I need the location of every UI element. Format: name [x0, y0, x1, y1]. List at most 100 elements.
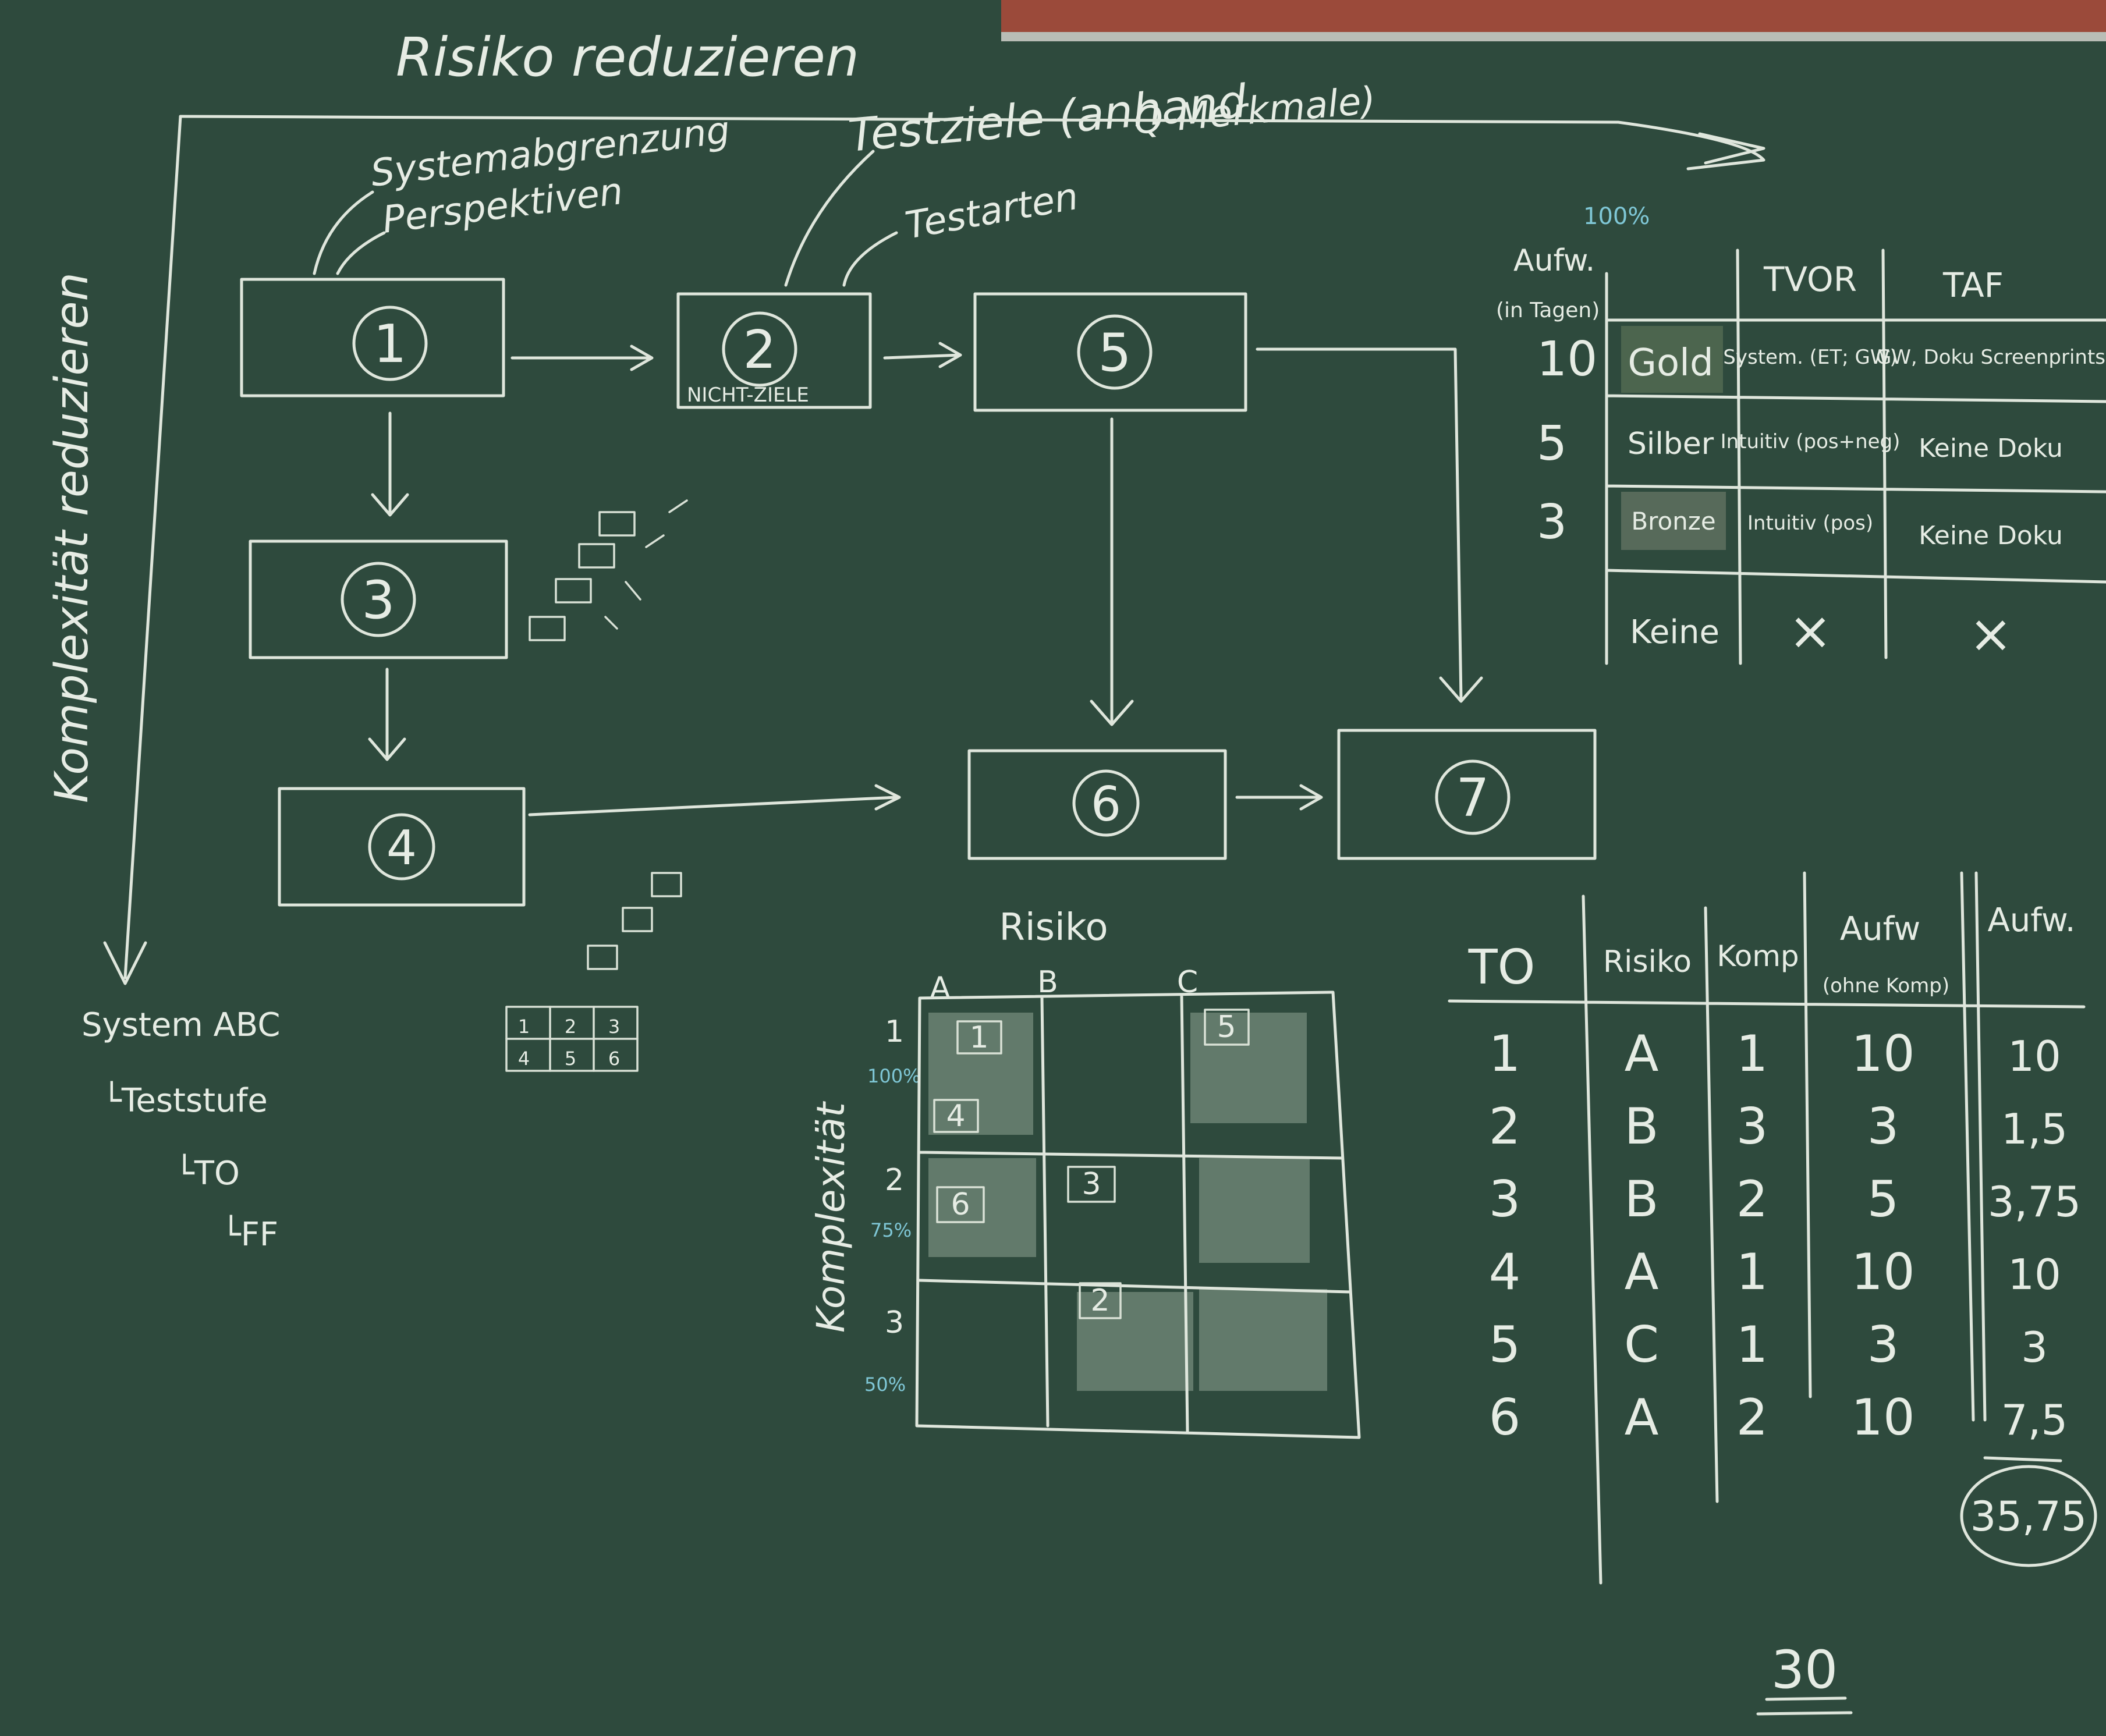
matrix-cell-to3: 3 — [1082, 1167, 1101, 1202]
process-box-3: 3 — [249, 539, 508, 659]
effort-row-3-tvor: Intuitiv (pos) — [1747, 512, 1873, 535]
effort-row-1-days: 10 — [1537, 332, 1597, 387]
box-1-number: 1 — [373, 314, 406, 375]
complexity-reduce-label: Komplexität reduzieren — [46, 272, 98, 803]
to-header-komp: Komp — [1717, 939, 1799, 973]
to-row-2-aufw-final: 1,5 — [2001, 1105, 2068, 1153]
mini-cell-4: 4 — [518, 1048, 530, 1070]
left-arrowhead — [103, 941, 147, 985]
process-box-4: 4 — [278, 787, 526, 907]
hierarchy-to: └TO — [175, 1153, 240, 1192]
to-row-5-komp: 1 — [1736, 1316, 1768, 1374]
matrix-col-a: A — [930, 971, 951, 1006]
to-row-4-aufw: 10 — [1851, 1243, 1914, 1301]
process-box-6: 6 — [967, 749, 1227, 860]
to-row-3-aufw-final: 3,75 — [1988, 1177, 2081, 1226]
to-row-2-aufw: 3 — [1867, 1098, 1899, 1156]
note-connector-1 — [313, 190, 374, 275]
hierarchy-ff: └FF — [221, 1215, 278, 1254]
effort-100-pct: 100% — [1583, 203, 1650, 230]
effort-table: 100% Aufw. (in Tagen) TVOR TAF 10 Gold S… — [1496, 203, 2106, 665]
process-box-2: 2 NICHT-ZIELE — [676, 292, 872, 409]
effort-header-tvor: TVOR — [1763, 260, 1857, 299]
effort-row-1-tvor: System. (ET; GW) — [1723, 346, 1897, 369]
effort-row-2-days: 5 — [1537, 416, 1567, 471]
effort-header-taf: TAF — [1942, 265, 2004, 305]
to-row-6-to: 6 — [1489, 1389, 1521, 1447]
to-header-to: TO — [1468, 940, 1536, 995]
to-row-1-risiko: A — [1625, 1025, 1659, 1083]
to-row-6-komp: 2 — [1736, 1389, 1768, 1447]
hierarchy-list: System ABC └Teststufe └TO └FF — [81, 1006, 280, 1254]
matrix-axis: Komplexität — [809, 1101, 853, 1333]
effort-row-2-level: Silber — [1628, 427, 1714, 461]
process-box-7: 7 — [1337, 729, 1597, 860]
matrix-cell-to2: 2 — [1090, 1283, 1109, 1318]
board-frame — [1001, 32, 2106, 41]
effort-row-3-level: Bronze — [1631, 507, 1715, 535]
matrix-col-b: B — [1037, 965, 1058, 1000]
to-row-3-to: 3 — [1489, 1170, 1521, 1229]
to-table-total: 35,75 30 — [1756, 1465, 2097, 1716]
to-row-6-risiko: A — [1625, 1389, 1659, 1447]
note-connector-3 — [784, 150, 875, 287]
to-row-4-aufw-final: 10 — [2008, 1250, 2061, 1299]
top-arrowhead — [1698, 132, 1765, 165]
effort-aufw-label: Aufw. — [1513, 243, 1595, 278]
to-row-3-komp: 2 — [1736, 1170, 1768, 1229]
to-row-6-aufw: 10 — [1851, 1389, 1914, 1447]
matrix-title: Risiko — [999, 906, 1108, 949]
matrix-row-1-pct: 100% — [867, 1065, 920, 1087]
to-row-5-risiko: C — [1624, 1316, 1659, 1374]
matrix-row-3-pct: 50% — [864, 1373, 906, 1396]
effort-row-3-taf: Keine Doku — [1919, 521, 2063, 551]
to-table: TO Risiko Komp Aufw (ohne Komp) Aufw. — [1448, 871, 2086, 1585]
matrix-cell-to6: 6 — [951, 1187, 970, 1222]
effort-row-4-level: Keine — [1630, 613, 1719, 651]
left-arrow-line — [123, 115, 182, 979]
to-row-1-aufw-final: 10 — [2008, 1032, 2061, 1081]
matrix-cell-to1: 1 — [969, 1020, 988, 1055]
box-2-number: 2 — [743, 319, 776, 381]
box-7-number: 7 — [1456, 768, 1489, 829]
to-row-1-to: 1 — [1489, 1025, 1521, 1083]
to-row-6-aufw-final: 7,5 — [2001, 1396, 2068, 1444]
to-row-2-to: 2 — [1489, 1098, 1521, 1156]
box-3-number: 3 — [361, 570, 395, 631]
note-connector-2 — [336, 231, 386, 275]
to-row-1-komp: 1 — [1736, 1025, 1768, 1083]
matrix-row-2-pct: 75% — [870, 1219, 912, 1241]
to-header-aufw: Aufw — [1840, 910, 1920, 948]
to-header-risiko: Risiko — [1603, 945, 1692, 979]
process-box-1: 1 — [240, 278, 505, 397]
to-row-4-komp: 1 — [1736, 1243, 1768, 1301]
mini-cell-2: 2 — [565, 1016, 576, 1038]
to-row-4-to: 4 — [1489, 1243, 1521, 1301]
to-row-4-risiko: A — [1625, 1243, 1659, 1301]
to-total-value: 35,75 — [1970, 1493, 2087, 1540]
box-6-number: 6 — [1091, 777, 1121, 832]
note-stack-sketch — [529, 499, 688, 641]
matrix-row-2: 2 — [885, 1163, 904, 1198]
box-5-number: 5 — [1098, 322, 1131, 384]
underlined-total: 30 — [1771, 1639, 1838, 1701]
matrix-row-3: 3 — [885, 1305, 904, 1340]
to-row-2-komp: 3 — [1736, 1098, 1768, 1156]
matrix-cell-to5: 5 — [1217, 1010, 1236, 1045]
effort-row-4-tvor: × — [1788, 601, 1832, 662]
to-row-2-risiko: B — [1625, 1098, 1659, 1156]
top-arrow — [179, 115, 1765, 171]
mini-cell-6: 6 — [608, 1048, 620, 1070]
process-box-5: 5 — [973, 292, 1247, 412]
flow-arrows — [368, 342, 1483, 816]
hierarchy-system: System ABC — [81, 1006, 280, 1044]
to-row-3-risiko: B — [1625, 1170, 1659, 1229]
to-row-5-aufw: 3 — [1867, 1316, 1899, 1374]
mini-grid-sketch: 1 2 3 4 5 6 — [505, 872, 682, 1072]
to-row-3-aufw: 5 — [1867, 1170, 1899, 1229]
effort-row-3-days: 3 — [1537, 495, 1567, 550]
note-connector-4 — [842, 231, 898, 287]
